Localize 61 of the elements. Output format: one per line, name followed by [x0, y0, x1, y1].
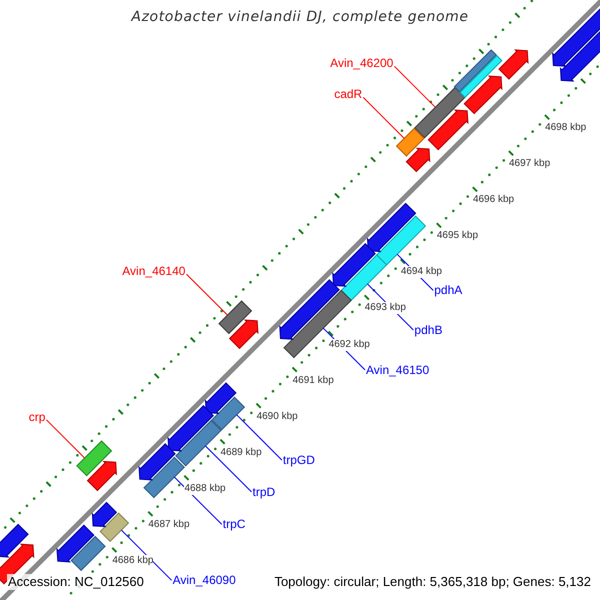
- scale-label: 4686 kbp: [112, 554, 154, 567]
- gene-label: trpC: [222, 517, 246, 532]
- scale-label: 4695 kbp: [436, 230, 478, 242]
- scale-label: 4698 kbp: [545, 122, 586, 134]
- scale-label: 4692 kbp: [328, 338, 370, 351]
- leader-line: [362, 96, 405, 139]
- gene-feature: [86, 460, 117, 492]
- gene-feature: [428, 110, 468, 150]
- gene-label: trpD: [252, 484, 276, 499]
- gene-feature: [498, 49, 529, 80]
- gene-feature: [464, 76, 502, 114]
- gene-label: Avin_46150: [366, 362, 430, 377]
- gene-block: [283, 290, 352, 358]
- gene-block: [414, 86, 466, 138]
- leader-line: [205, 446, 252, 492]
- scale-label: 4696 kbp: [472, 194, 514, 206]
- gene-label: Avin_46200: [330, 56, 394, 70]
- scale-label: 4691 kbp: [292, 374, 334, 387]
- gene-feature: [168, 405, 214, 452]
- gene-label: pdhB: [414, 322, 442, 337]
- scale-label: 4693 kbp: [364, 302, 406, 314]
- gene-feature: [332, 243, 376, 287]
- scale-label: 4687 kbp: [148, 518, 190, 531]
- gene-block: [218, 300, 252, 334]
- diagram-title: Azotobacter vinelandii DJ, complete genome: [131, 9, 469, 25]
- leader-line: [46, 419, 86, 458]
- gene-block: [211, 396, 246, 430]
- genome-summary-text: Topology: circular; Length: 5,365,318 bp; Genes: 5,132: [273, 574, 592, 590]
- gene-feature: [92, 502, 118, 528]
- gene-label: Avin_46090: [172, 573, 236, 588]
- gene-feature: [56, 524, 94, 562]
- gene-block: [396, 128, 425, 157]
- gene-label: cadR: [334, 88, 362, 102]
- gene-label: pdhA: [434, 283, 462, 298]
- leader-line: [186, 274, 228, 316]
- scale-label: 4689 kbp: [220, 446, 262, 459]
- gene-block: [70, 536, 106, 572]
- gene-label: trpGD: [282, 453, 315, 468]
- gene-block: [454, 49, 497, 92]
- gene-label: Avin_46140: [122, 264, 186, 278]
- leader-line: [394, 66, 436, 108]
- gene-block: [100, 512, 130, 542]
- gene-feature: [228, 320, 258, 350]
- gene-feature: [0, 524, 29, 558]
- gene-block: [376, 215, 426, 266]
- gene-block: [175, 420, 222, 466]
- scale-label: 4688 kbp: [184, 482, 226, 495]
- gene-feature: [279, 279, 340, 340]
- scale-label: 4697 kbp: [509, 158, 550, 170]
- gene-feature: [138, 443, 176, 480]
- gene-feature: [366, 202, 416, 252]
- gene-label: crp: [28, 410, 46, 424]
- gene-feature: [204, 382, 237, 414]
- gene-block: [143, 456, 185, 498]
- gene-feature: [406, 148, 430, 172]
- accession-text: Accession: NC_012560: [7, 574, 145, 590]
- scale-label: 4690 kbp: [256, 410, 298, 423]
- gene-block: [76, 440, 112, 476]
- gene-block: [459, 54, 502, 98]
- scale-label: 4694 kbp: [400, 266, 442, 278]
- leader-line: [236, 414, 282, 461]
